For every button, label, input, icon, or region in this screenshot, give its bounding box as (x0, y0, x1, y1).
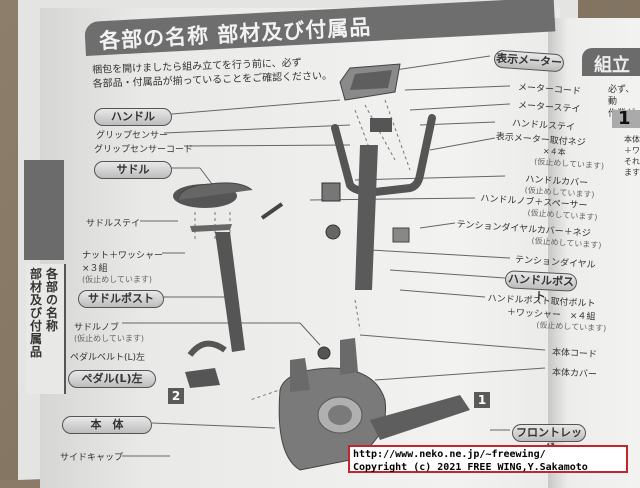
step-badge-1: 1 (474, 392, 490, 408)
label-saddle-stay: サドルステイ (86, 219, 141, 229)
pill-pedal-left: ペダル(L)左 (68, 370, 156, 388)
side-tab-label: 各部の名称 部材及び付属品 (26, 264, 66, 394)
pill-saddle-post: サドルポスト (78, 290, 164, 308)
label-grip-sensor-cord: グリップセンサーコード (94, 145, 194, 155)
side-tab-text-1: 各部の名称 (46, 267, 59, 333)
display-meter (339, 63, 401, 101)
label-grip-sensor: グリップセンサー (96, 131, 169, 141)
label-saddle-knob: サドルノブ (仮止めしています) (74, 323, 145, 343)
pill-body: 本 体 (62, 416, 152, 434)
next-page-title: 組立 (594, 55, 630, 76)
label-body-cord: 本体コード (551, 347, 598, 361)
label-body-cover: 本体カバー (551, 367, 598, 381)
watermark-url: http://www.neko.ne.jp/~freewing/ (353, 449, 546, 460)
side-tab-marker (24, 160, 64, 260)
step-badge-2: 2 (168, 388, 184, 404)
label-nut-washer: ナット＋ワッシャー ×３組 (仮止めしています) (82, 251, 164, 284)
next-page (548, 18, 640, 488)
copyright-watermark: http://www.neko.ne.jp/~freewing/ Copyrig… (348, 445, 628, 473)
side-tab-text-2: 部材及び付属品 (30, 267, 43, 359)
pill-handle-post: ハンドルポスト (504, 270, 578, 303)
label-handle-post-bolt: ハンドルポスト取付ボルト ＋ワッシャー ×４組 (仮止めしています) (487, 293, 607, 334)
next-page-title-bar: 組立 (582, 48, 640, 76)
next-page-body: 本体 ＋ワ それ ます (624, 135, 640, 177)
next-page-step-box: 1 (612, 108, 640, 129)
label-pedal-belt-left: ペダルベルト(L)左 (70, 353, 146, 363)
pill-handle: ハンドル (94, 108, 172, 126)
label-side-cap: サイドキャップ (60, 453, 124, 463)
pill-front-leg: フロントレッグ (512, 424, 586, 455)
pill-saddle: サドル (94, 161, 172, 179)
watermark-copyright: Copyright (c) 2021 FREE WING,Y.Sakamoto (353, 462, 588, 473)
